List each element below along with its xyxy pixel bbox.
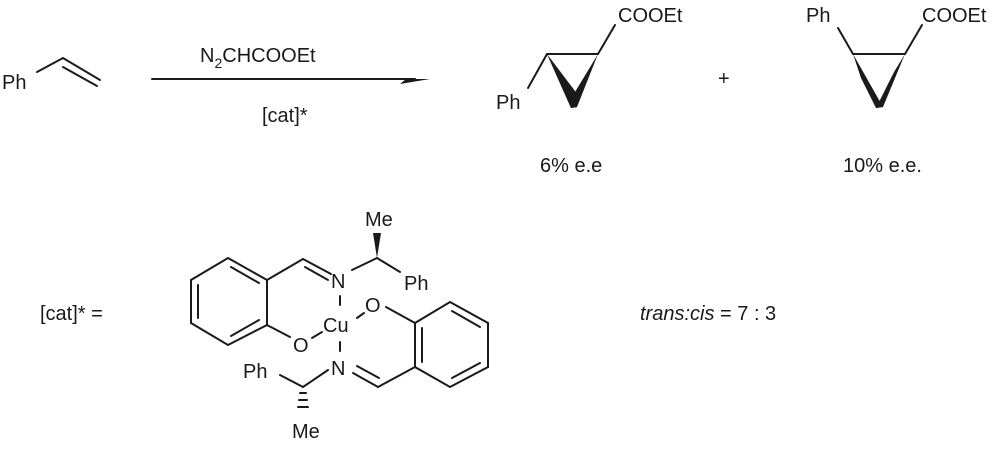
reaction-arrow: N2CHCOOEt [cat]* [151, 45, 430, 127]
product-cis: Ph COOEt 10% e.e. [806, 5, 987, 177]
styrene-ph-label: Ph [2, 72, 26, 94]
product1-ph-label: Ph [496, 92, 520, 114]
o-left: O [293, 335, 309, 357]
product2-ee: 10% e.e. [843, 155, 922, 177]
me-bottom: Me [292, 421, 320, 443]
n-top: N [331, 271, 345, 293]
trans-cis-ratio: trans:cis = 7 : 3 [640, 303, 776, 325]
catalyst-definition-label: [cat]* = [40, 303, 103, 325]
ph-bottom: Ph [243, 361, 267, 383]
copper-salen-complex: N Me Ph Cu O O N Ph Me [190, 209, 489, 443]
product1-ester-label: COOEt [618, 5, 683, 27]
reagent-label: N2CHCOOEt [200, 45, 316, 71]
styrene: Ph [2, 56, 101, 94]
product1-ee: 6% e.e [540, 155, 602, 177]
n-bottom: N [331, 358, 345, 380]
copper-atom: Cu [323, 315, 349, 337]
plus-sign: + [718, 68, 730, 90]
catalyst-label: [cat]* [262, 105, 308, 127]
product2-ester-label: COOEt [922, 5, 987, 27]
product2-ph-label: Ph [806, 5, 830, 27]
me-top: Me [365, 209, 393, 231]
product-trans: COOEt Ph 6% e.e [496, 5, 683, 177]
o-right: O [365, 295, 381, 317]
ph-top: Ph [404, 273, 428, 295]
